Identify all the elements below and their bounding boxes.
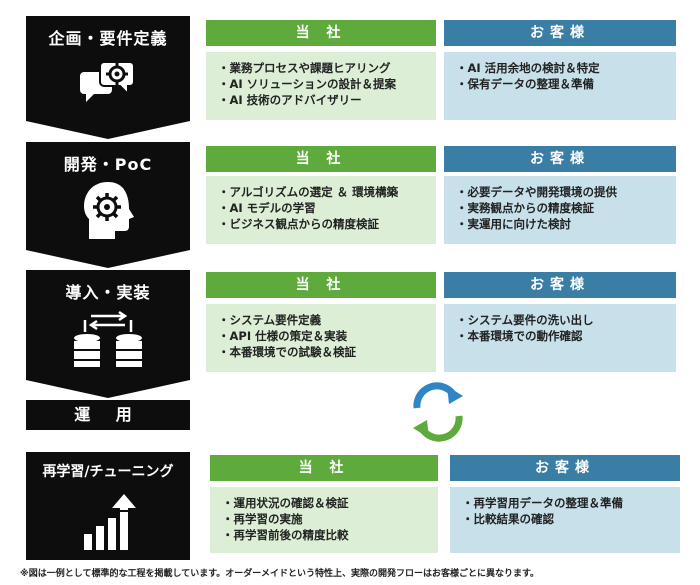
phase-title: 導入・実装: [65, 283, 151, 302]
list-item: 必要データや開発環境の提供: [456, 184, 664, 200]
client-header: お客様: [444, 146, 676, 172]
client-tasks: AI 活用余地の検討＆特定 保有データの整理＆準備: [444, 52, 676, 120]
phase-implementation: 導入・実装: [26, 270, 190, 380]
list-item: 業務プロセスや課題ヒアリング: [218, 60, 424, 76]
company-tasks: 運用状況の確認＆検証 再学習の実施 再学習前後の精度比較: [210, 487, 438, 553]
list-item: 再学習用データの整理＆準備: [462, 495, 668, 511]
company-tasks: アルゴリズムの選定 ＆ 環境構築 AI モデルの学習 ビジネス観点からの精度検証: [206, 176, 436, 244]
list-item: 本番環境での動作確認: [456, 328, 664, 344]
client-header: お客様: [450, 455, 680, 481]
phase-title: 再学習/チューニング: [42, 464, 174, 480]
company-tasks: 業務プロセスや課題ヒアリング AI ソリューションの設計＆提案 AI 技術のアド…: [206, 52, 436, 120]
company-header: 当 社: [206, 20, 436, 46]
phase-title: 企画・要件定義: [48, 29, 168, 48]
client-header: お客様: [444, 20, 676, 46]
list-item: AI モデルの学習: [218, 200, 424, 216]
company-header: 当 社: [210, 455, 438, 481]
head-gear-icon: [84, 182, 134, 239]
client-tasks: システム要件の洗い出し 本番環境での動作確認: [444, 304, 676, 372]
phase-development: 開発・PoC: [26, 142, 190, 250]
list-item: ビジネス観点からの精度検証: [218, 216, 424, 232]
database-sync-icon: [74, 310, 142, 367]
list-item: 実務観点からの精度検証: [456, 200, 664, 216]
list-item: 運用状況の確認＆検証: [222, 495, 426, 511]
list-item: API 仕様の策定＆実装: [218, 328, 424, 344]
list-item: システム要件の洗い出し: [456, 312, 664, 328]
list-item: 保有データの整理＆準備: [456, 76, 664, 92]
company-header: 当 社: [206, 272, 436, 298]
growth-chart-icon: [84, 494, 136, 550]
phase-arrow: [26, 380, 190, 398]
chat-gear-icon: [80, 61, 135, 102]
phase-retraining: 再学習/チューニング: [26, 452, 190, 560]
list-item: AI ソリューションの設計＆提案: [218, 76, 424, 92]
list-item: システム要件定義: [218, 312, 424, 328]
footnote: ※図は一例として標準的な工程を掲載しています。オーダーメイドという特性上、実際の…: [20, 569, 540, 579]
list-item: AI 活用余地の検討＆特定: [456, 60, 664, 76]
phase-planning: 企画・要件定義: [26, 16, 190, 121]
phase-arrow: [26, 250, 190, 268]
operation-label: 運 用: [26, 400, 190, 430]
list-item: 再学習前後の精度比較: [222, 527, 426, 543]
cycle-arrows-icon: [413, 382, 463, 442]
client-tasks: 必要データや開発環境の提供 実務観点からの精度検証 実運用に向けた検討: [444, 176, 676, 244]
list-item: 再学習の実施: [222, 511, 426, 527]
company-header: 当 社: [206, 146, 436, 172]
list-item: 本番環境での試験＆検証: [218, 344, 424, 360]
company-tasks: システム要件定義 API 仕様の策定＆実装 本番環境での試験＆検証: [206, 304, 436, 372]
list-item: アルゴリズムの選定 ＆ 環境構築: [218, 184, 424, 200]
client-tasks: 再学習用データの整理＆準備 比較結果の確認: [450, 487, 680, 553]
phase-arrow: [26, 121, 190, 139]
client-header: お客様: [444, 272, 676, 298]
list-item: 比較結果の確認: [462, 511, 668, 527]
phase-title: 開発・PoC: [63, 155, 153, 174]
list-item: AI 技術のアドバイザリー: [218, 92, 424, 108]
list-item: 実運用に向けた検討: [456, 216, 664, 232]
